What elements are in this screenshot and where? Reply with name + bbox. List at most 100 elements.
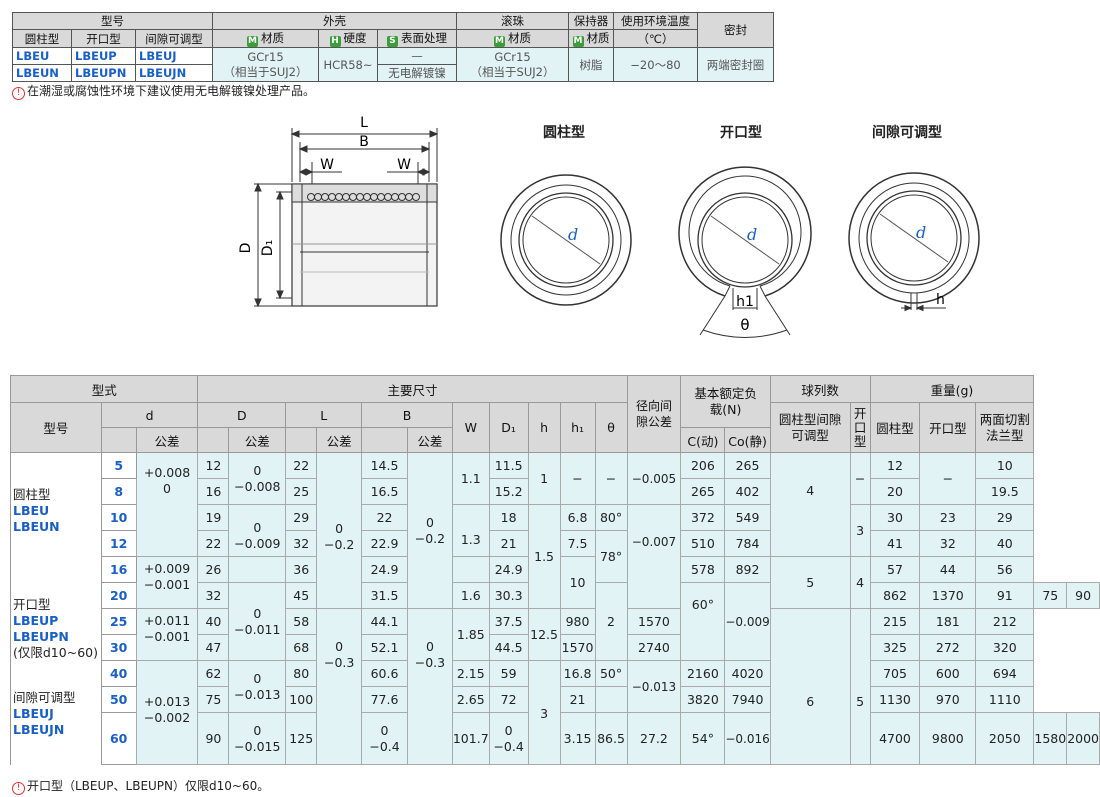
header-c-dyn: C(动) [680, 427, 726, 453]
cylindrical-end-view: d [500, 174, 632, 306]
L-tolerance: 0 −0.2 [316, 452, 363, 609]
spec-header-retainer: 保持器 [568, 12, 614, 30]
header-D: D [197, 402, 287, 428]
rows-cyl-adj: 5 [769, 556, 851, 609]
ball-material: GCr15（相当于SUJ2） [456, 47, 569, 82]
dim-d-label: d [916, 223, 926, 242]
spec-header-adj: 间隙可调型 [135, 29, 213, 48]
w-flange: 10 [975, 452, 1035, 479]
header-main-dim: 主要尺寸 [197, 375, 628, 403]
D-value: 26 [197, 556, 230, 583]
d-tolerance: +0.008 0 [135, 452, 199, 557]
L-value: 58 [285, 608, 318, 635]
d-tolerance: +0.009 −0.001 [135, 556, 199, 609]
c-dyn: 578 [680, 556, 726, 583]
h-value: 1 [527, 452, 561, 505]
w-open: − [919, 452, 977, 505]
c-sta: 549 [724, 504, 771, 531]
w-open: 32 [919, 530, 977, 557]
w-flange: 212 [975, 608, 1035, 635]
d-tolerance: +0.013 −0.002 [135, 660, 199, 765]
D-value: 22 [197, 530, 230, 557]
d-value: 60 [100, 712, 137, 765]
group-cylindrical: 圆柱型 LBEU LBEUN [10, 452, 102, 557]
L-value: 32 [285, 530, 318, 557]
L-value: 100 [285, 686, 318, 713]
c-dyn: 3820 [680, 686, 726, 713]
D-value: 32 [197, 582, 230, 609]
dim-W-label: W [320, 157, 334, 173]
c-dyn: 980 [559, 608, 596, 635]
radial-tolerance: −0.007 [626, 504, 682, 609]
L-value: 45 [285, 582, 318, 609]
group-open: 开口型 LBEUP LBEUPN (仅限d10~60) [10, 556, 102, 661]
dim-L-label: L [360, 115, 368, 131]
D1-value: 21 [488, 530, 529, 557]
spec-header-open: 开口型 [71, 29, 136, 48]
D1-value: 59 [488, 660, 529, 687]
B-tolerance: 0 −0.4 [488, 712, 529, 765]
c-dyn: 265 [680, 478, 726, 505]
h-value: 3 [527, 660, 561, 765]
w-flange: 29 [975, 504, 1035, 531]
adjustable-end-view: d h [848, 172, 980, 312]
header-d-tol: 公差 [135, 427, 199, 453]
warning-icon: ! [12, 87, 25, 100]
spec-code: LBEUPN [71, 64, 136, 82]
w-cyl: 12 [869, 452, 921, 479]
D1-value: 15.2 [488, 478, 529, 505]
D1-value: 18 [488, 504, 529, 531]
spec-header-temp: 使用环境温度 [613, 12, 698, 30]
B-value: 52.1 [361, 634, 408, 661]
c-sta: 892 [724, 556, 771, 583]
w-flange: 1110 [975, 686, 1035, 713]
D1-value: 44.5 [488, 634, 529, 661]
header-L: L [285, 402, 363, 428]
header-B-tol: 公差 [406, 427, 453, 453]
header-w-flange: 两面切割法兰型 [975, 402, 1035, 453]
header-D-blank [197, 427, 230, 453]
rows-open: 3 [849, 504, 871, 557]
D-value: 40 [197, 608, 230, 635]
h1-value: 7.5 [559, 530, 596, 557]
header-c-sta: Co(静) [724, 427, 771, 453]
header-radial: 径向间隙公差 [626, 375, 682, 453]
header-h1: h₁ [559, 402, 596, 453]
W-value: 2.15 [451, 660, 490, 687]
dim-h-label: h [936, 292, 945, 308]
h1-value: 10 [559, 556, 596, 609]
D1-value: 24.9 [488, 556, 529, 583]
dim-h1-label: h1 [736, 294, 754, 310]
w-cyl: 325 [869, 634, 921, 661]
c-sta: 4020 [724, 660, 771, 687]
title-open: 开口型 [720, 125, 762, 141]
c-dyn: 206 [680, 452, 726, 479]
group-adjustable: 间隙可调型 LBEUJ LBEUJN [10, 660, 102, 765]
side-view-drawing: L B W W D D₁ [238, 115, 439, 308]
L-value: 29 [285, 504, 318, 531]
retainer-material: 树脂 [568, 47, 614, 82]
W-blank [451, 556, 490, 583]
w-cyl: 20 [869, 478, 921, 505]
L-value: 36 [285, 556, 318, 583]
c-sta: 784 [724, 530, 771, 557]
B-value: 14.5 [361, 452, 408, 479]
warning-icon: ! [12, 782, 25, 795]
d-value: 25 [100, 608, 137, 635]
w-flange: 2000 [1066, 712, 1100, 765]
shell-material: GCr15（相当于SUJ2） [212, 47, 319, 82]
hardness-value: HCR58~ [318, 47, 378, 82]
L-value: 68 [285, 634, 318, 661]
header-B-blank [361, 427, 408, 453]
L-tolerance: 0 −0.4 [361, 712, 408, 765]
w-cyl: 57 [869, 556, 921, 583]
D1-value: 11.5 [488, 452, 529, 479]
B-value: 31.5 [361, 582, 408, 609]
B-value: 24.9 [361, 556, 408, 583]
material-badge-icon: M [247, 36, 258, 47]
w-cyl: 2050 [975, 712, 1035, 765]
